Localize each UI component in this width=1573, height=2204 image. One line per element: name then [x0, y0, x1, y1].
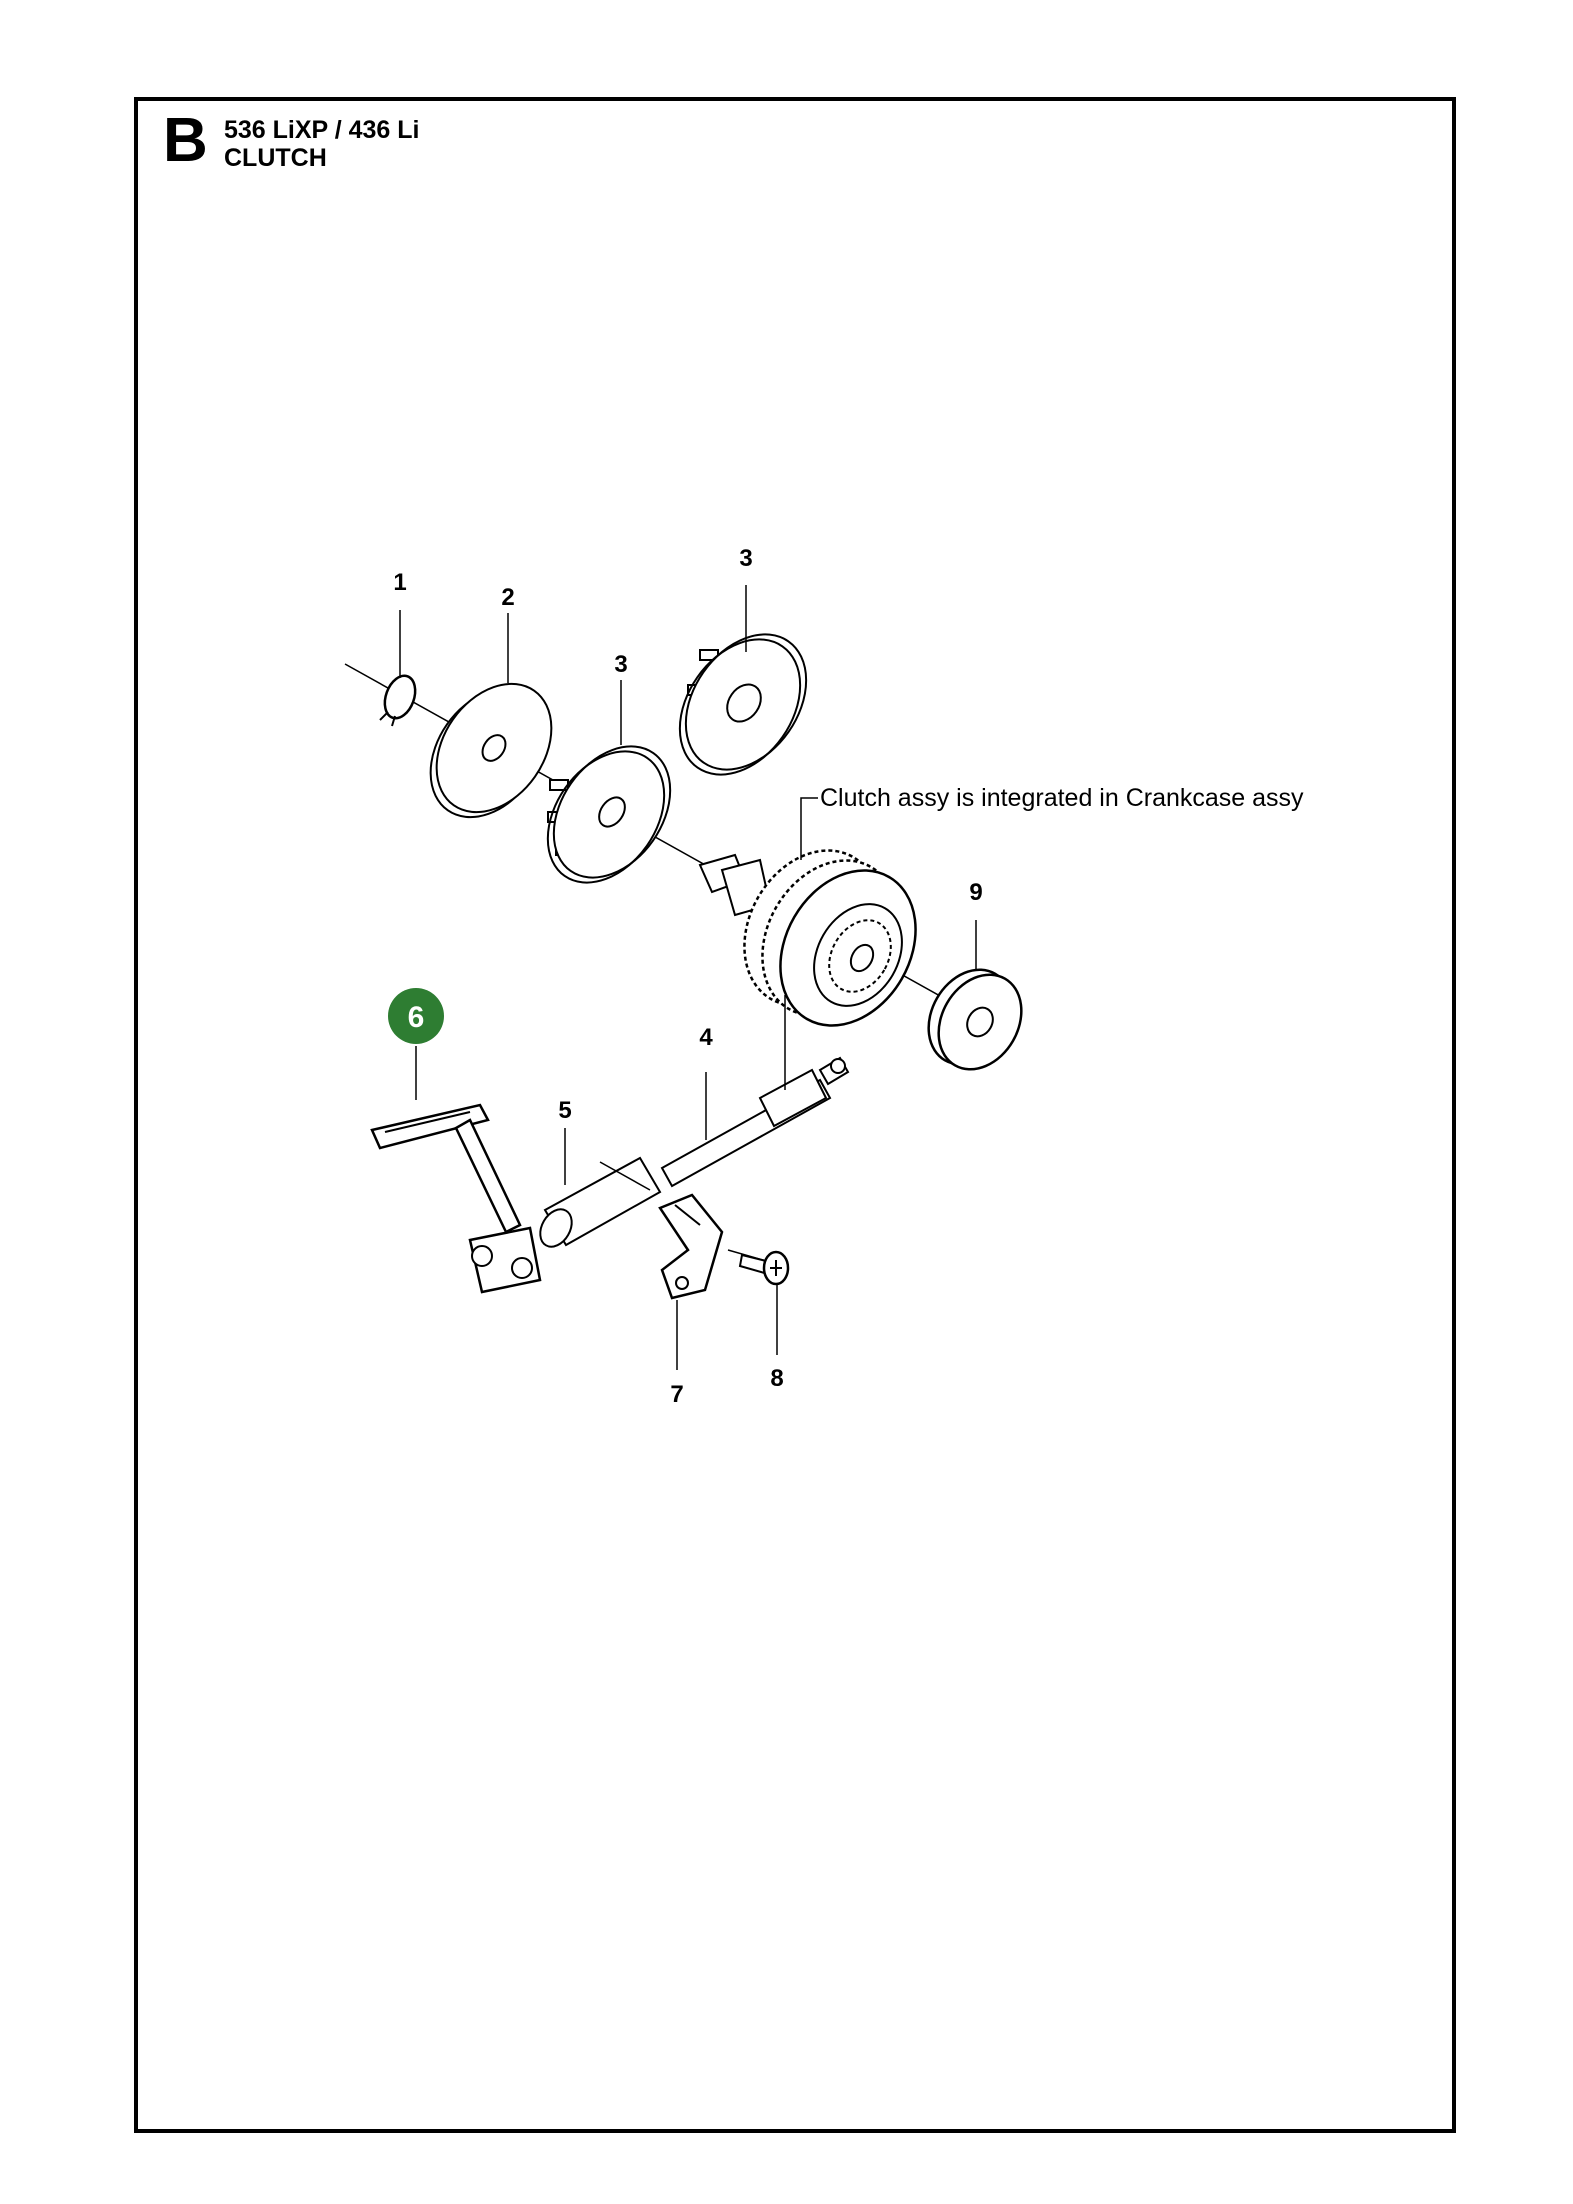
- callout-1[interactable]: 1: [393, 569, 406, 596]
- part-4-shaft[interactable]: [660, 1056, 850, 1188]
- part-6-lever[interactable]: [370, 1103, 542, 1294]
- part-9-spacer-washer[interactable]: [912, 955, 1038, 1085]
- part-2-washer[interactable]: [407, 662, 575, 839]
- callout-3-upper[interactable]: 3: [739, 545, 752, 572]
- page-frame: [134, 97, 1456, 2133]
- callout-8[interactable]: 8: [770, 1365, 783, 1392]
- part-8-screw[interactable]: [727, 1249, 790, 1286]
- part-3-clutch-plate-lower[interactable]: [524, 724, 695, 904]
- part-1-retaining-ring[interactable]: [379, 672, 420, 727]
- callout-2[interactable]: 2: [501, 584, 514, 611]
- callout-7[interactable]: 7: [670, 1381, 683, 1408]
- part-5-sleeve[interactable]: [534, 1156, 662, 1252]
- callout-4[interactable]: 4: [699, 1024, 713, 1051]
- callout-6[interactable]: 6: [408, 1001, 425, 1034]
- clutch-assembly-drum[interactable]: [698, 826, 943, 1050]
- section-letter: B: [163, 106, 208, 175]
- callout-6-badge[interactable]: [388, 988, 444, 1044]
- callout-9[interactable]: 9: [969, 879, 982, 906]
- note-leader: [800, 797, 818, 860]
- part-7-trigger[interactable]: [658, 1193, 724, 1300]
- section-subtitle: CLUTCH: [224, 144, 327, 172]
- model-title: 536 LiXP / 436 Li: [224, 116, 420, 144]
- clutch-note: Clutch assy is integrated in Crankcase a…: [820, 784, 1304, 812]
- assembly-axis-line: [344, 663, 1011, 1036]
- part-3-clutch-plate-upper[interactable]: [655, 612, 831, 798]
- callout-3-lower[interactable]: 3: [614, 651, 627, 678]
- callout-5[interactable]: 5: [558, 1097, 571, 1124]
